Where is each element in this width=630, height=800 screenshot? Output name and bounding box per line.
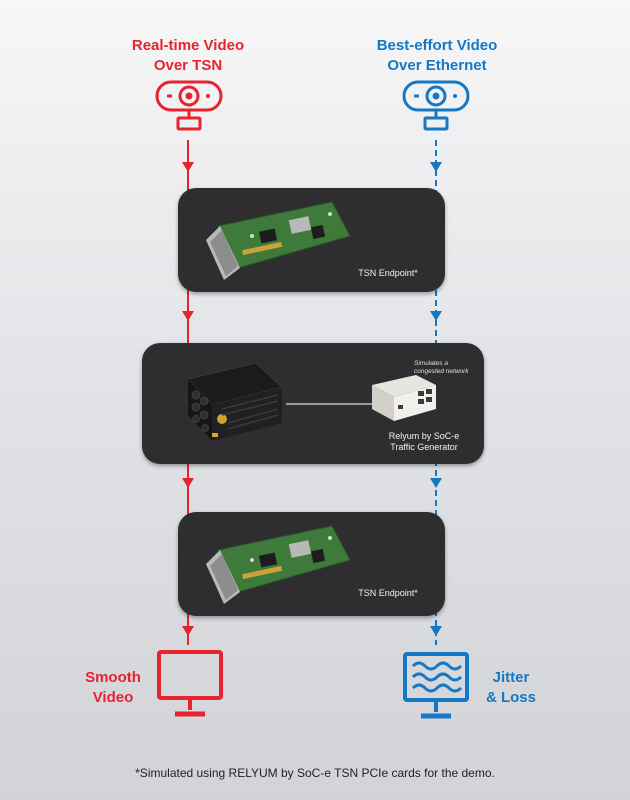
- red-arrow-2: [182, 311, 194, 321]
- congestion-note-line1: Simulates a: [414, 360, 448, 367]
- rugged-switch-image: [187, 362, 284, 441]
- input-label-left-line2: Over TSN: [153, 57, 223, 74]
- connector-line: [286, 403, 386, 405]
- pcie-card-image: [206, 201, 351, 280]
- tsn-endpoint-bottom-box: TSN Endpoint*: [178, 512, 445, 616]
- tsn-endpoint-top-box: TSN Endpoint*: [178, 188, 445, 292]
- blue-arrow-4: [430, 626, 442, 636]
- webcam-icon: [402, 80, 470, 131]
- congestion-note-line2: congested network: [414, 368, 469, 375]
- congestion-note: Simulates a congested network: [414, 360, 504, 376]
- output-label-left: Smooth Video: [78, 668, 148, 708]
- red-arrow-4: [182, 626, 194, 636]
- input-label-left: Real-time Video Over TSN: [88, 36, 288, 76]
- input-label-right-line2: Over Ethernet: [387, 57, 487, 74]
- pcie-card-image: [206, 525, 351, 604]
- footnote: *Simulated using RELYUM by SoC-e TSN PCI…: [135, 766, 495, 780]
- input-label-left-line1: Real-time Video: [131, 37, 245, 54]
- red-arrow-3: [182, 478, 194, 488]
- generator-caption-line2: Traffic Generator: [390, 442, 458, 452]
- output-label-right: Jitter & Loss: [476, 668, 546, 708]
- output-label-right-line2: & Loss: [485, 689, 536, 706]
- webcam-icon: [155, 80, 223, 131]
- congested-network-box: Simulates a congested network Relyum by …: [142, 343, 484, 464]
- monitor-icon: [157, 650, 223, 717]
- tsn-endpoint-top-caption: TSN Endpoint*: [358, 268, 418, 278]
- generator-caption: Relyum by SoC-e Traffic Generator: [374, 431, 474, 453]
- output-label-left-line1: Smooth: [85, 669, 141, 686]
- blue-arrow-1: [430, 162, 442, 172]
- monitor-jitter-icon: [403, 652, 469, 719]
- red-arrow-1: [182, 162, 194, 172]
- output-label-left-line2: Video: [92, 689, 134, 706]
- blue-arrow-3: [430, 478, 442, 488]
- output-label-right-line1: Jitter: [492, 669, 530, 686]
- generator-caption-line1: Relyum by SoC-e: [388, 431, 460, 441]
- input-label-right-line1: Best-effort Video: [376, 37, 498, 54]
- traffic-generator-image: [372, 375, 436, 421]
- blue-arrow-2: [430, 311, 442, 321]
- tsn-endpoint-bottom-caption: TSN Endpoint*: [358, 588, 418, 598]
- input-label-right: Best-effort Video Over Ethernet: [337, 36, 537, 76]
